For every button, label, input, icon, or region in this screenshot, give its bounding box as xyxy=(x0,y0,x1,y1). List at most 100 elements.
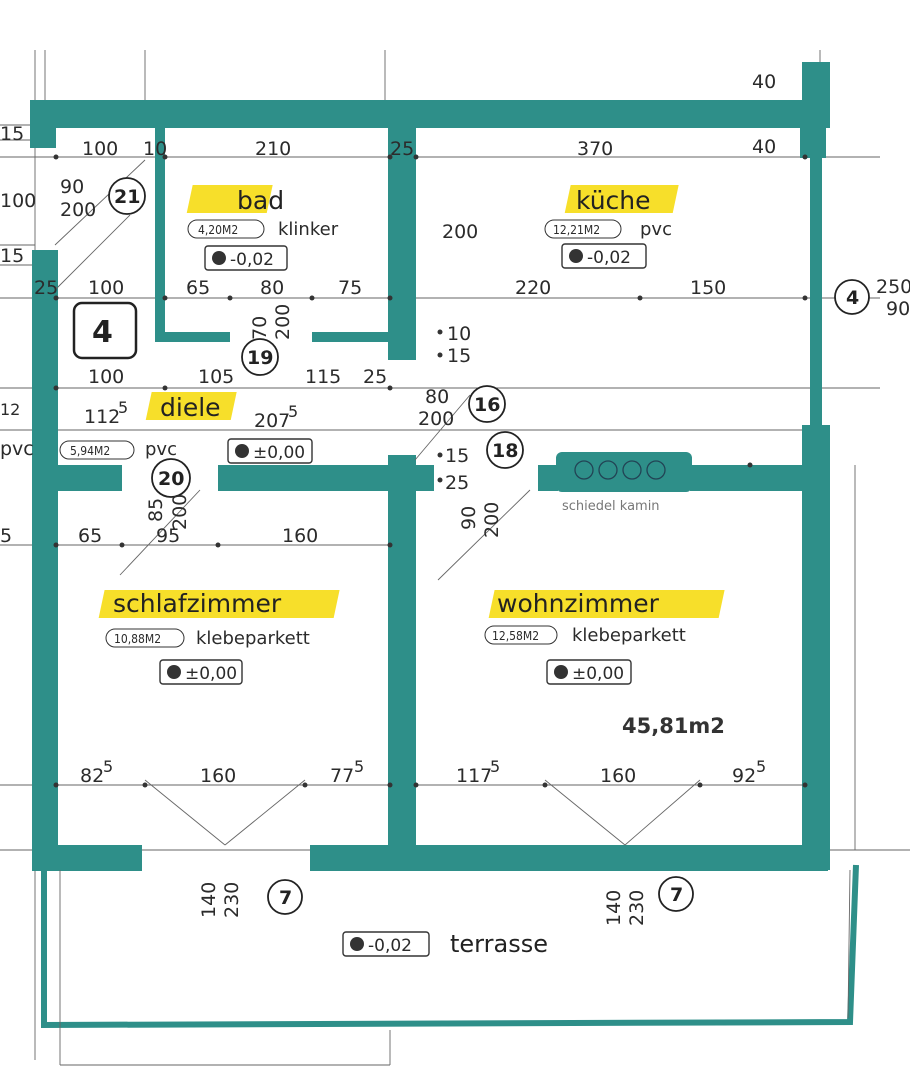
marker-16: 16 xyxy=(474,394,500,416)
dim: 92 xyxy=(732,765,756,787)
tick-dots xyxy=(53,154,808,788)
level-diele: ±0,00 xyxy=(253,443,305,463)
level-schlafzimmer: ±0,00 xyxy=(185,664,237,684)
dim: 40 xyxy=(752,136,776,158)
material-bad: klinker xyxy=(278,219,339,240)
area-kueche: 12,21M2 xyxy=(553,223,600,237)
material-schlafzimmer: klebeparkett xyxy=(196,628,310,649)
marker-18: 18 xyxy=(492,440,518,462)
kamin: schiedel kamin xyxy=(562,460,666,514)
area-diele: 5,94M2 xyxy=(70,444,110,458)
dim: 80 xyxy=(425,386,449,408)
dimensions: 15 100 10 210 25 370 40 40 90 200 100 15… xyxy=(0,71,910,926)
dim: 5 xyxy=(103,757,113,776)
dim: 200 xyxy=(272,304,294,340)
dim: 5 xyxy=(288,402,298,421)
room-name-terrasse: terrasse xyxy=(450,930,548,958)
dim: 75 xyxy=(338,277,362,299)
dim: 140 xyxy=(603,890,625,926)
dim: 10 xyxy=(143,138,167,160)
room-name-diele: diele xyxy=(160,393,221,422)
dim: 40 xyxy=(752,71,776,93)
dim: 12 xyxy=(0,400,20,419)
dim: 80 xyxy=(260,277,284,299)
area-bad: 4,20M2 xyxy=(198,223,238,237)
dim: pvc xyxy=(0,438,34,460)
dim: 160 xyxy=(200,765,236,787)
marker-19: 19 xyxy=(247,347,273,369)
dim: 25 xyxy=(445,472,469,494)
dim: 15 xyxy=(0,123,24,145)
level-wohnzimmer: ±0,00 xyxy=(572,664,624,684)
dim: 112 xyxy=(84,406,120,428)
dim: 207 xyxy=(254,410,290,432)
dim: 200 xyxy=(169,494,191,530)
dim: 85 xyxy=(145,498,167,522)
dim: 70 xyxy=(249,316,271,340)
marker-20: 20 xyxy=(158,468,184,490)
dim: 230 xyxy=(221,882,243,918)
dim: 25 xyxy=(34,277,58,299)
dim: 82 xyxy=(80,765,104,787)
material-wohnzimmer: klebeparkett xyxy=(572,625,686,646)
dim: 15 xyxy=(445,445,469,467)
dim: 150 xyxy=(690,277,726,299)
dim: 370 xyxy=(577,138,613,160)
highlights xyxy=(98,185,725,618)
dim: 220 xyxy=(515,277,551,299)
unit-number: 4 xyxy=(92,315,113,350)
level-markers: -0,02 -0,02 ±0,00 ±0,00 ±0,00 -0,02 xyxy=(159,243,647,957)
level-terrasse: -0,02 xyxy=(368,936,412,956)
dim: 100 xyxy=(88,366,124,388)
dim: 77 xyxy=(330,765,354,787)
door-swings xyxy=(54,159,701,846)
material-diele: pvc xyxy=(145,439,177,460)
marker-7b: 7 xyxy=(670,884,683,906)
dim: 5 xyxy=(118,398,128,417)
dim: 90 xyxy=(60,176,84,198)
terrace-outline xyxy=(41,864,859,1030)
dim: 117 xyxy=(456,765,492,787)
dim: 65 xyxy=(186,277,210,299)
marker-7a: 7 xyxy=(279,887,292,909)
dim: 230 xyxy=(626,890,648,926)
dim: 100 xyxy=(0,190,36,212)
dim: 200 xyxy=(481,502,503,538)
dim: 100 xyxy=(88,277,124,299)
level-bad: -0,02 xyxy=(230,250,274,270)
dim: 25 xyxy=(390,138,414,160)
area-badges: 4,20M2 12,21M2 5,94M2 10,88M2 12,58M2 xyxy=(59,219,622,648)
dim: 15 xyxy=(0,245,24,267)
dim: 95 xyxy=(156,525,180,547)
dim: 10 xyxy=(447,323,471,345)
dim: 65 xyxy=(78,525,102,547)
level-kueche: -0,02 xyxy=(587,248,631,268)
dim: 160 xyxy=(282,525,318,547)
dim: 5 xyxy=(756,757,766,776)
total-area: 45,81m2 xyxy=(622,714,725,738)
walls xyxy=(30,62,830,871)
dim: 90 xyxy=(458,506,480,530)
dim: 5 xyxy=(0,525,12,547)
dim: 160 xyxy=(600,765,636,787)
area-schlafzimmer: 10,88M2 xyxy=(114,632,161,646)
circle-markers: 21 19 20 16 18 7 7 4 xyxy=(108,177,870,915)
kamin-label: schiedel kamin xyxy=(562,499,660,514)
room-name-wohnzimmer: wohnzimmer xyxy=(497,589,660,618)
dim: 105 xyxy=(198,366,234,388)
room-name-kueche: küche xyxy=(576,186,651,215)
marker-4: 4 xyxy=(846,287,859,309)
dim: 25 xyxy=(363,366,387,388)
marker-21: 21 xyxy=(114,186,140,208)
area-wohnzimmer: 12,58M2 xyxy=(492,629,539,643)
dim: 15 xyxy=(447,345,471,367)
dim: 90 xyxy=(886,298,910,320)
dim: 200 xyxy=(60,199,96,221)
dim: 210 xyxy=(255,138,291,160)
dim: 200 xyxy=(418,408,454,430)
dim: 5 xyxy=(490,757,500,776)
dim: 250 xyxy=(876,276,910,298)
dim: 115 xyxy=(305,366,341,388)
material-kueche: pvc xyxy=(640,219,672,240)
